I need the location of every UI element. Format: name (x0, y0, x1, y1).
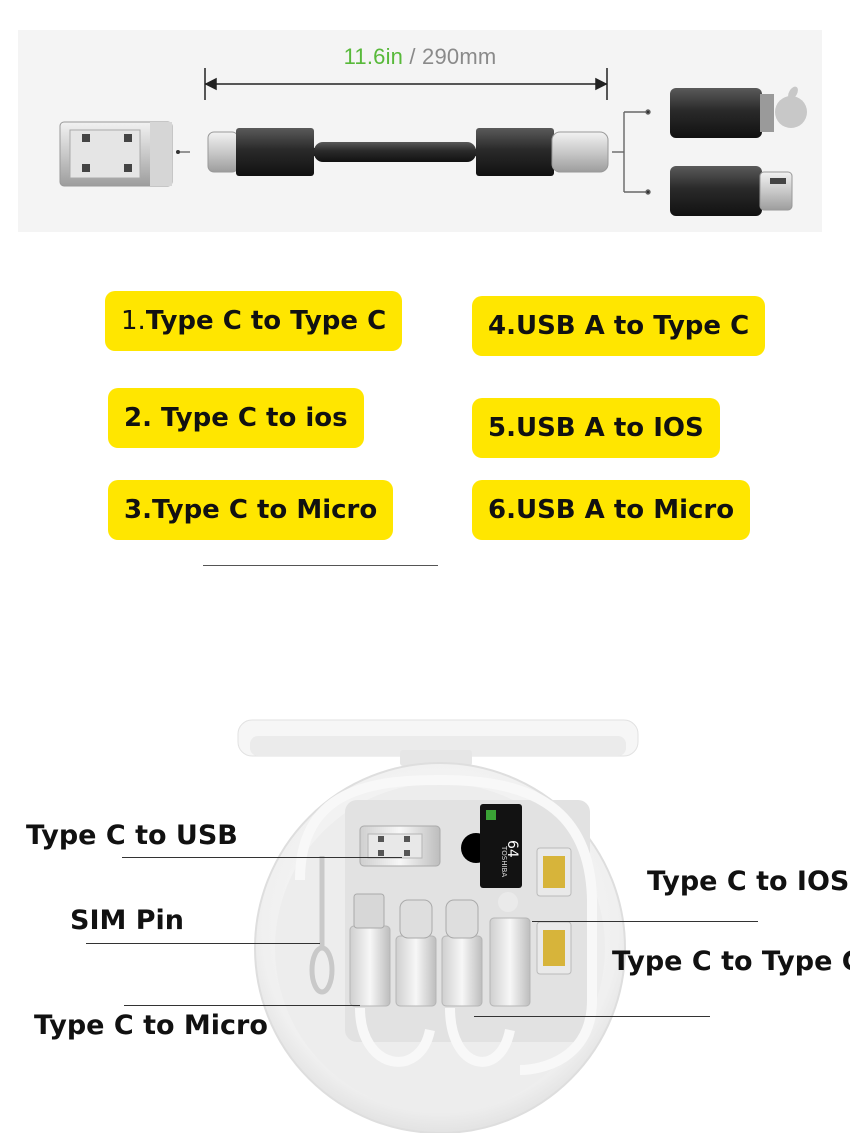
leader-line-sim-pin (86, 943, 320, 944)
label-type-c-to-type-c: 1.Type C to Type C (105, 291, 403, 351)
type-c-plug-right (476, 128, 609, 176)
label-number: 1. (121, 306, 146, 336)
svg-text:TOSHIBA: TOSHIBA (500, 845, 508, 877)
label-type-c-to-ios: 2. Type C to ios (108, 388, 364, 448)
callout-type-c-to-type-c: Type C to Type C (612, 946, 850, 977)
dimension-arrow (204, 68, 608, 100)
type-c-connector-2 (441, 899, 483, 1007)
leader-line-usb (122, 857, 402, 858)
label-text: 4.USB A to Type C (488, 311, 750, 341)
label-usb-a-to-type-c: 4.USB A to Type C (472, 296, 766, 356)
cable-illustration (59, 68, 807, 216)
callout-sim-pin: SIM Pin (70, 905, 185, 936)
leader-line-micro (124, 1005, 360, 1006)
label-text: 3.Type C to Micro (124, 495, 378, 525)
callout-type-c-to-micro: Type C to Micro (34, 1010, 268, 1041)
callout-type-c-to-ios: Type C to IOS (647, 866, 850, 897)
leader-line-ios (532, 921, 758, 922)
ios-adapter (670, 86, 807, 138)
label-text: 5.USB A to IOS (488, 413, 704, 443)
ios-connector (489, 892, 531, 1007)
length-inches: 11.6in (343, 44, 404, 69)
length-separator: / (403, 44, 423, 69)
label-type-c-to-micro: 3.Type C to Micro (108, 480, 394, 540)
leader-line-type-c (474, 1016, 710, 1017)
usb-a-adapter (59, 121, 190, 187)
cable-length-label: 11.6in / 290mm (18, 44, 822, 70)
sd-card: 64 TOSHIBA (480, 804, 522, 888)
label-text: 2. Type C to ios (124, 403, 348, 433)
type-c-plug-left (207, 128, 314, 176)
callout-type-c-to-usb: Type C to USB (26, 820, 238, 851)
micro-usb-connector (349, 893, 391, 1007)
label-usb-a-to-micro: 6.USB A to Micro (472, 480, 751, 540)
sim-card-top (536, 847, 572, 897)
micro-usb-adapter (670, 166, 793, 216)
storage-case-illustration: 64 TOSHIBA (237, 719, 639, 1133)
sim-card-bottom (536, 921, 572, 975)
usb-a-adapter (359, 825, 441, 867)
cable-product-banner: 11.6in / 290mm (18, 30, 822, 232)
label-text: Type C to Type C (145, 306, 387, 336)
sim-pin (309, 856, 335, 995)
length-mm: 290mm (422, 44, 497, 69)
label-text: 6.USB A to Micro (488, 495, 735, 525)
svg-text:64: 64 (504, 840, 520, 858)
type-c-connector-1 (395, 899, 437, 1007)
divider-line (203, 565, 438, 566)
label-usb-a-to-ios: 5.USB A to IOS (472, 398, 720, 458)
